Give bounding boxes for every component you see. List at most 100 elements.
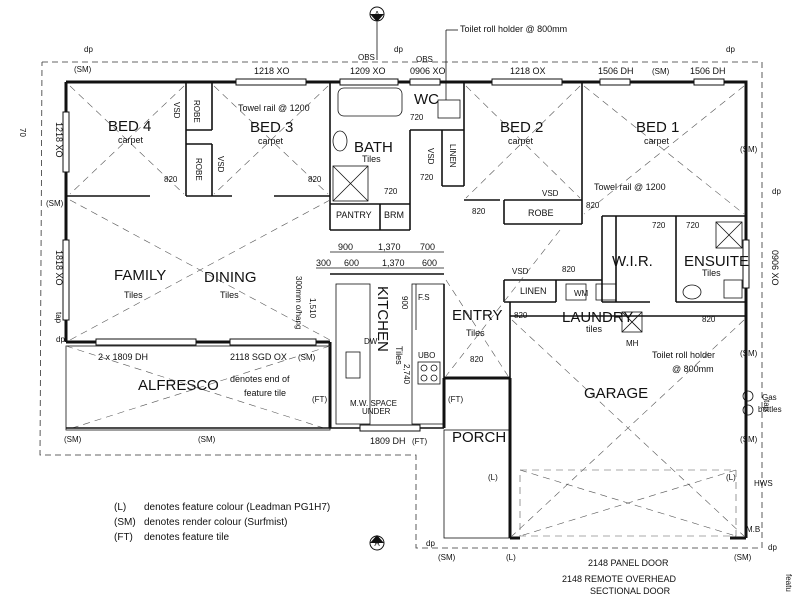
room-entry: ENTRY [452,307,503,324]
code-dp-tl: dp [84,45,93,54]
note-mw-space-2: UNDER [362,407,391,416]
code-dp-tc: dp [394,45,403,54]
trough [565,283,587,301]
outer-walls [64,80,748,540]
manhole [621,311,643,333]
dim-600b: 600 [422,258,437,268]
door-entry-side: 820 [514,311,528,320]
window-label-sgd: 2118 SGD OX [230,352,287,362]
dim-700: 700 [420,242,435,252]
room-bed2-floor: carpet [508,136,534,146]
door-bed2: 820 [472,207,486,216]
washer [595,283,617,301]
basin [332,130,348,152]
room-ensuite: ENSUITE [684,253,749,270]
note-mw-space: M.W. SPACE [350,399,397,408]
room-family-floor: Tiles [124,290,143,300]
legend-row: (L) denotes feature colour (Leadman PG1H… [114,500,344,515]
note-edge-label: featu [784,574,793,592]
code-ft-porch: (FT) [448,395,463,404]
code-hws: HWS [754,479,773,488]
window-label-bed1: 1506 DH [598,66,634,76]
code-fs: F.S [418,293,430,302]
code-ft-porch-bottom: (FT) [412,437,427,446]
dimension-labels: 900 1,370 700 300 600 1,370 600 300mm o/… [294,242,444,385]
room-bed2: BED 2 [500,119,543,136]
ensuite-shower [715,221,743,249]
room-garage: GARAGE [584,385,648,402]
code-sm-bm: (SM) [198,435,216,444]
code-vsd-linen: VSD [426,148,435,165]
window-label-family-side: 1818 XO [54,250,64,286]
code-vsd-bed3: VSD [216,156,225,173]
room-labels: BED 4 carpet BED 3 carpet BATH Tiles WC … [108,91,749,446]
room-entry-floor: Tiles [466,328,485,338]
room-wir: W.I.R. [612,253,653,270]
fixtures [332,87,754,416]
legend-text: denotes render colour (Surfmist) [144,517,288,528]
code-mb: M.B [746,525,760,534]
setback-outline [39,61,763,549]
room-dining: DINING [204,269,257,286]
code-dp-r: dp [772,187,781,196]
room-bath-floor: Tiles [362,154,381,164]
room-linen-upper: LINEN [448,144,457,168]
door-bath-side: 720 [420,173,434,182]
legend-row: (FT) denotes feature tile [114,530,344,545]
door-bed4: 820 [164,175,178,184]
code-sm-r3: (SM) [740,435,758,444]
note-garage-door-1: 2148 PANEL DOOR [588,558,669,568]
door-labels: 820 820 720 720 720 820 820 720 720 820 … [164,113,716,364]
code-dw: DW [364,337,378,346]
code-vsd-robe: VSD [542,189,559,198]
legend-code: (FT) [114,532,133,543]
room-kitchen: KITCHEN [374,286,391,352]
code-obs-bath: OBS [358,53,375,62]
door-entry: 820 [470,355,484,364]
code-dp-porch: dp [426,539,435,548]
code-dp-tr: dp [726,45,735,54]
legend-text: denotes feature colour (Leadman PG1H7) [144,502,331,513]
internal-walls [66,82,746,425]
room-bed3-floor: carpet [258,136,284,146]
note-toilet-roll: Toilet roll holder @ 800mm [460,24,567,34]
dim-overhang: 300mm o/hang [294,276,303,329]
window-label-bed1-right: 1506 DH [690,66,726,76]
room-robe-bed2: ROBE [528,208,554,218]
porch-slab [443,429,511,539]
door-bed3: 820 [308,175,322,184]
gas-bottle-1 [742,390,754,402]
code-l-garage: (L) [488,473,498,482]
ceiling-lines [69,85,745,537]
code-l-bottom: (L) [506,553,516,562]
dim-1370a: 1,370 [378,242,401,252]
door-laundry: 820 [562,265,576,274]
note-toilet-roll-ensuite: Toilet roll holder [652,350,715,360]
code-sm-bl: (SM) [64,435,82,444]
window-labels: 1218 XO 1209 XO 0906 XO 1218 OX 1506 DH … [54,66,780,446]
window-label-bed3: 1218 XO [254,66,290,76]
door-wir: 720 [652,221,666,230]
dim-900: 900 [338,242,353,252]
gas-bottle-2 [742,404,754,416]
window-label-bed4-side: 1218 XO [54,122,64,158]
dim-1370b: 1,370 [382,258,405,268]
ensuite-toilet [723,279,743,299]
door-robe: 820 [586,201,600,210]
window-label-bed2: 1218 OX [510,66,546,76]
legend-row: (SM) denotes render colour (Surfmist) [114,515,344,530]
room-kitchen-floor: Tiles [394,346,404,365]
legend-code: (SM) [114,517,136,528]
note-garage-door-2: 2148 REMOTE OVERHEAD [562,574,677,584]
room-wc: WC [414,91,439,108]
room-robe-bed3: ROBE [194,158,203,181]
bathtub [337,87,403,117]
notes: Toilet roll holder @ 800mm Towel rail @ … [230,24,793,596]
code-sm-l1: (SM) [46,199,64,208]
room-bed4: BED 4 [108,118,151,135]
legend-code: (L) [114,502,127,513]
note-gas-2: bottles [758,405,782,414]
note-feature-tile: denotes end of [230,374,290,384]
room-dining-floor: Tiles [220,290,239,300]
